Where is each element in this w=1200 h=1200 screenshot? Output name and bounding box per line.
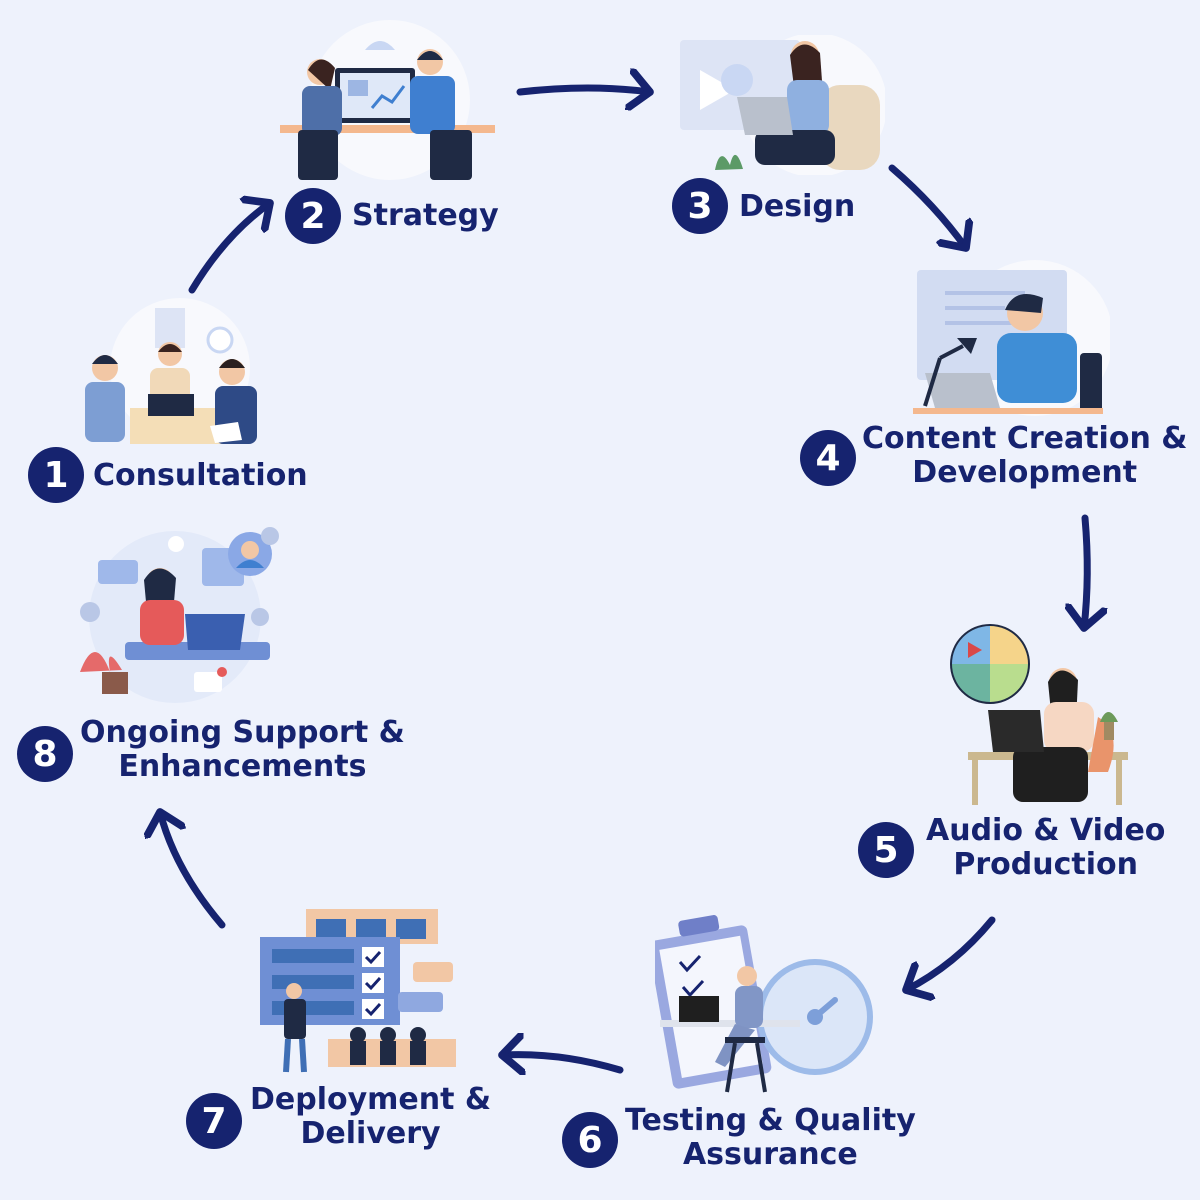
step-4-label: Content Creation & Development	[862, 421, 1188, 490]
step-6-label: Testing & Quality Assurance	[625, 1103, 916, 1172]
step-1-badge: 1	[28, 447, 84, 503]
step-8-label: Ongoing Support & Enhancements	[80, 715, 405, 784]
step-3-label: Design	[739, 189, 856, 224]
step-5-badge: 5	[858, 822, 914, 878]
arrow-6-to-7	[502, 1055, 624, 1070]
support-agent-illustration-icon	[70, 522, 285, 711]
step-2-label: Strategy	[352, 198, 499, 233]
arrow-5-to-6	[906, 916, 996, 990]
developer-desk-illustration-icon	[905, 258, 1113, 422]
arrow-3-to-4	[888, 164, 966, 248]
arrow-7-to-8	[160, 812, 226, 929]
step-5-label: Audio & Video Production	[926, 813, 1166, 882]
arrow-4-to-5	[1084, 514, 1087, 628]
step-4-badge: 4	[800, 430, 856, 486]
strategy-desk-illustration-icon	[280, 20, 495, 189]
meeting-illustration-icon	[70, 298, 270, 452]
step-7-badge: 7	[186, 1093, 242, 1149]
step-2-badge: 2	[285, 188, 341, 244]
arrow-1-to-2	[188, 203, 270, 294]
testing-checklist-illustration-icon	[648, 912, 875, 1101]
arrow-2-to-3	[516, 88, 650, 92]
step-8-badge: 8	[17, 726, 73, 782]
media-production-illustration-icon	[948, 622, 1133, 811]
step-1-label: Consultation	[93, 458, 308, 493]
step-6-badge: 6	[562, 1112, 618, 1168]
step-3-badge: 3	[672, 178, 728, 234]
deployment-board-illustration-icon	[258, 907, 458, 1081]
designer-laptop-illustration-icon	[675, 33, 887, 179]
step-7-label: Deployment & Delivery	[250, 1082, 492, 1151]
